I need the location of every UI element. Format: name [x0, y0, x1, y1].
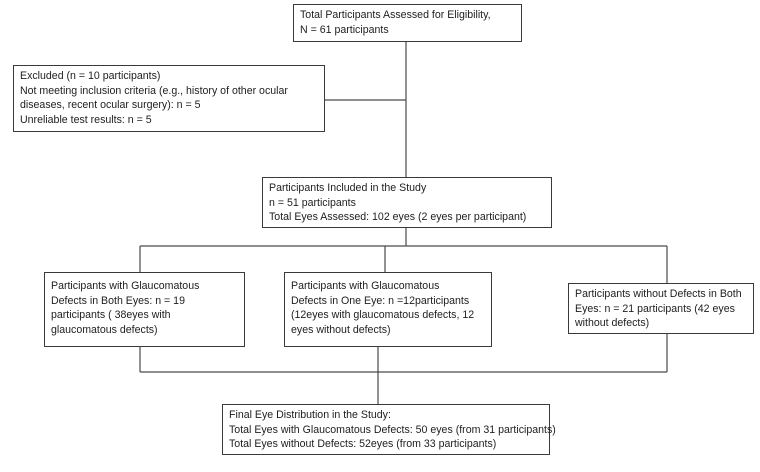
assessed-box: Total Participants Assessed for Eligibil…	[293, 4, 522, 42]
assessed-line-2: N = 61 participants	[300, 23, 389, 36]
included-line-1: Participants Included in the Study	[269, 182, 427, 194]
excluded-box: Excluded (n = 10 participants) Not meeti…	[13, 65, 325, 132]
both-eyes-line-4: glaucomatous defects)	[51, 323, 158, 336]
final-line-3: Total Eyes without Defects: 52eyes (from…	[229, 438, 497, 450]
both-eyes-box: Participants with Glaucomatous Defects i…	[44, 272, 245, 347]
included-line-2: n = 51 participants	[269, 196, 356, 209]
final-line-2: Total Eyes with Glaucomatous Defects: 50…	[229, 423, 556, 436]
one-eye-line-2: Defects in One Eye: n =12participants	[291, 294, 470, 307]
final-box: Final Eye Distribution in the Study: Tot…	[222, 404, 556, 455]
no-defects-line-2: Eyes: n = 21 participants (42 eyes	[575, 302, 735, 315]
one-eye-line-4: eyes without defects)	[291, 323, 391, 336]
one-eye-box: Participants with Glaucomatous Defects i…	[284, 272, 492, 347]
excluded-line-2: Not meeting inclusion criteria (e.g., hi…	[20, 84, 288, 97]
no-defects-box: Participants without Defects in Both Eye…	[568, 283, 754, 334]
included-line-3: Total Eyes Assessed: 102 eyes (2 eyes pe…	[269, 211, 527, 223]
both-eyes-line-1: Participants with Glaucomatous	[51, 280, 200, 292]
no-defects-line-3: without defects)	[575, 317, 650, 329]
one-eye-line-1: Participants with Glaucomatous	[291, 280, 440, 292]
no-defects-line-1: Participants without Defects in Both	[575, 288, 742, 300]
both-eyes-line-2: Defects in Both Eyes: n = 19	[51, 294, 185, 307]
final-line-1: Final Eye Distribution in the Study:	[229, 409, 391, 421]
both-eyes-line-3: participants ( 38eyes with	[51, 309, 171, 321]
excluded-line-1: Excluded (n = 10 participants)	[20, 70, 161, 82]
excluded-line-3: diseases, recent ocular surgery): n = 5	[20, 99, 201, 111]
assessed-line-1: Total Participants Assessed for Eligibil…	[300, 9, 491, 21]
one-eye-line-3: (12eyes with glaucomatous defects, 12	[291, 309, 475, 321]
excluded-line-4: Unreliable test results: n = 5	[20, 113, 152, 126]
included-box: Participants Included in the Study n = 5…	[262, 177, 552, 228]
